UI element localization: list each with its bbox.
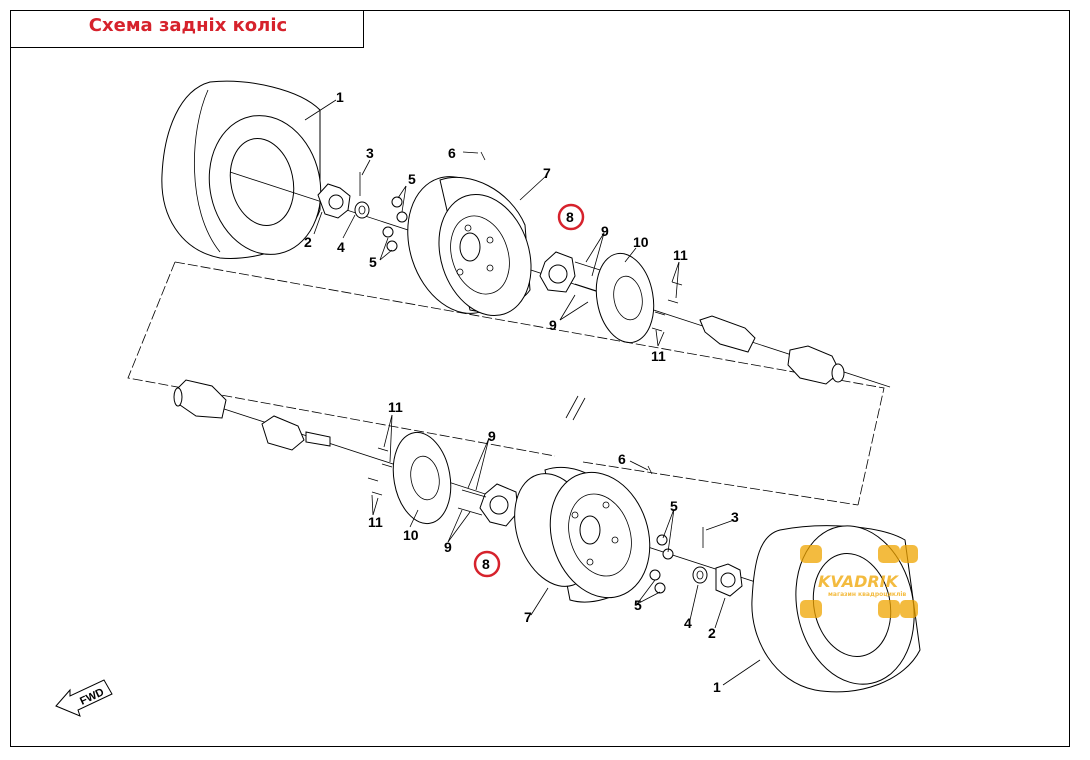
callout-9: 9 [444,539,452,555]
bottom-brake-disc [392,431,452,525]
fwd-arrow: FWD [55,679,113,717]
callout-3: 3 [731,509,739,525]
callout-1: 1 [336,89,344,105]
callout-11: 11 [388,399,403,415]
leader-lines [304,99,761,686]
top-tire [161,80,322,259]
bottom-lug-nuts [649,534,674,594]
top-callouts: 1 2 3 4 5 5 6 7 8 9 9 10 11 11 [304,89,688,364]
top-rim [407,151,532,317]
callout-9: 9 [488,428,496,444]
callout-4: 4 [337,239,345,255]
callout-9: 9 [549,317,557,333]
fwd-label: FWD [78,686,106,707]
callout-3: 3 [366,145,374,161]
watermark-logo: KVADRIK магазин квадроциклів [800,545,918,618]
page-title: Схема задніх коліс [88,15,288,36]
callout-10: 10 [633,234,649,250]
highlight-circle [557,203,585,231]
callout-8: 8 [566,209,574,225]
drawing-frame [10,10,1070,747]
watermark-brand: KVADRIK [818,572,900,591]
watermark-tagline: магазин квадроциклів [828,591,906,598]
top-brake-disc [595,252,655,344]
callout-7: 7 [524,609,532,625]
axle-connection-lines [127,261,885,506]
callout-5: 5 [369,254,377,270]
bottom-center-nut [692,566,708,584]
callout-1: 1 [713,679,721,695]
title-box: Схема задніх коліс [10,10,364,48]
callout-8: 8 [482,556,490,572]
callout-7: 7 [543,165,551,181]
top-center-nut [354,201,370,219]
callout-2: 2 [708,625,716,641]
top-wheel-hub [539,251,601,293]
top-hub-cap [317,183,351,219]
bottom-disc-screws [367,447,393,496]
callout-11: 11 [651,348,666,364]
callout-10: 10 [403,527,419,543]
callout-5: 5 [634,597,642,613]
callout-11: 11 [673,247,688,263]
bottom-drive-shaft [173,379,331,451]
bottom-callouts: 11 11 10 9 9 8 7 6 5 5 3 4 2 1 [368,399,739,695]
callout-5: 5 [408,171,416,187]
callout-6: 6 [618,451,626,467]
bottom-rim [514,465,653,603]
top-drive-shaft [699,315,845,385]
callout-4: 4 [684,615,692,631]
callout-5: 5 [670,498,678,514]
highlight-circle [473,550,501,578]
callout-11: 11 [368,514,383,530]
bottom-wheel-hub [457,483,519,527]
callout-2: 2 [304,234,312,250]
callout-6: 6 [448,145,456,161]
callout-9: 9 [601,223,609,239]
bottom-tire [751,525,921,693]
bottom-hub-cap [715,563,743,597]
top-disc-screws [651,281,683,332]
